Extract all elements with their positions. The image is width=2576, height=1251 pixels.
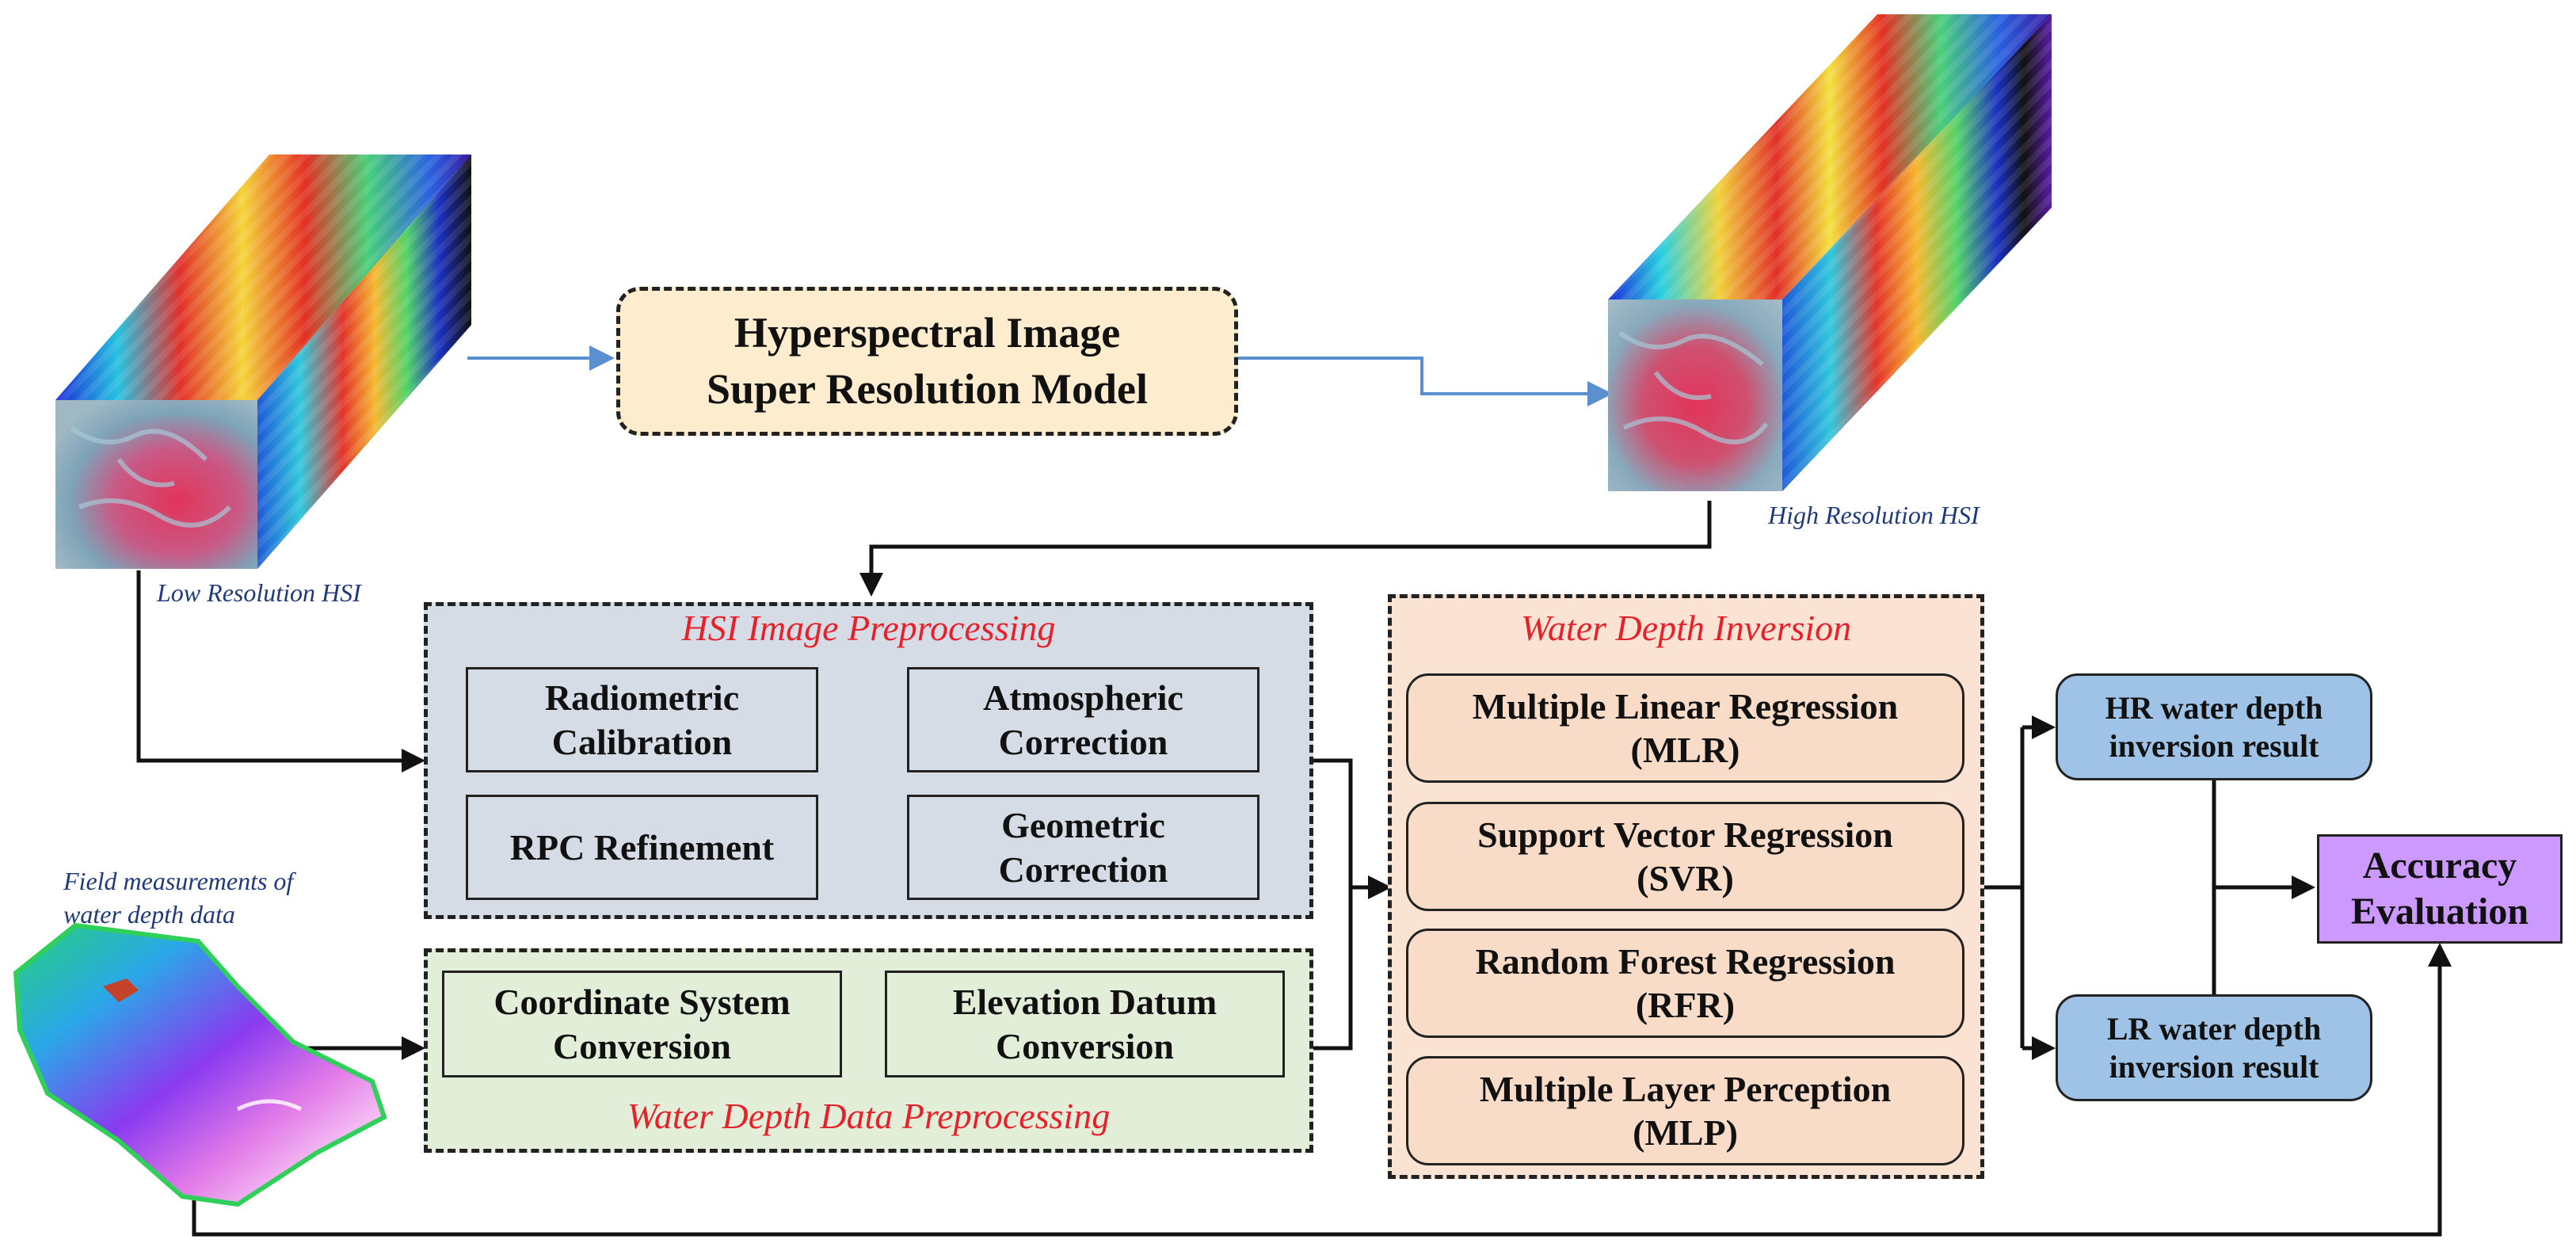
atmospheric-correction-box: Atmospheric Correction <box>907 667 1259 772</box>
arrow-inversion-to-results <box>1984 727 2025 1048</box>
mlr-name: Multiple Linear Regression <box>1472 685 1899 727</box>
rfr-model-box: Random Forest Regression (RFR) <box>1406 929 1964 1038</box>
sr-model-line2: Super Resolution Model <box>706 365 1149 413</box>
lr-inversion-result-box: LR water depth inversion result <box>2056 994 2372 1101</box>
arrow-results-to-accuracy <box>2212 780 2311 994</box>
water-depth-preprocessing-title: Water Depth Data Preprocessing <box>627 1096 1111 1136</box>
radiometric-calibration-box: Radiometric Calibration <box>466 667 818 772</box>
mlp-model-box: Multiple Layer Perception (MLP) <box>1406 1056 1964 1165</box>
arrow-field-to-accuracy <box>192 943 2452 1237</box>
hr-inversion-result-box: HR water depth inversion result <box>2056 673 2372 780</box>
mlr-model-box: Multiple Linear Regression (MLR) <box>1406 673 1964 783</box>
low-res-hsi-caption: Low Resolution HSI <box>157 578 361 607</box>
hsi-preprocessing-title: HSI Image Preprocessing <box>681 608 1056 648</box>
radiometric-line1: Radiometric <box>544 677 740 719</box>
arrow-lowres-to-preprocessing <box>136 570 425 772</box>
hr-result-line1: HR water depth <box>2105 689 2323 726</box>
mlp-abbr: (MLP) <box>1633 1112 1738 1153</box>
accuracy-evaluation-box: Accuracy Evaluation <box>2317 834 2563 944</box>
svr-abbr: (SVR) <box>1637 858 1734 898</box>
sr-model-line1: Hyperspectral Image <box>734 308 1121 357</box>
lr-result-line1: LR water depth <box>2106 1010 2322 1047</box>
super-resolution-model-box: Hyperspectral Image Super Resolution Mod… <box>616 287 1238 436</box>
mlr-abbr: (MLR) <box>1630 730 1740 770</box>
field-data-caption-line2: water depth data <box>63 899 235 929</box>
svr-model-box: Support Vector Regression (SVR) <box>1406 802 1964 911</box>
elevation-line2: Conversion <box>996 1025 1174 1066</box>
atmospheric-line2: Correction <box>998 721 1168 762</box>
accuracy-line2: Evaluation <box>2350 891 2529 933</box>
rfr-abbr: (RFR) <box>1635 985 1736 1025</box>
hsi-preprocessing-panel <box>424 602 1313 919</box>
mlp-name: Multiple Layer Perception <box>1479 1068 1892 1109</box>
geometric-correction-box: Geometric Correction <box>907 795 1259 900</box>
radiometric-line2: Calibration <box>551 721 733 762</box>
elevation-line1: Elevation Datum <box>952 982 1218 1023</box>
arrow-highres-to-preprocessing <box>859 501 1712 597</box>
high-res-hsi-caption: High Resolution HSI <box>1768 501 1980 529</box>
rpc-line1: RPC Refinement <box>509 826 775 868</box>
atmospheric-line1: Atmospheric <box>983 677 1183 719</box>
water-depth-preprocessing-panel <box>424 948 1313 1153</box>
hr-result-line2: inversion result <box>2109 727 2319 764</box>
water-depth-inversion-title: Water Depth Inversion <box>1520 608 1852 648</box>
field-data-caption: Field measurements of water depth data <box>63 865 293 931</box>
elevation-datum-conversion-box: Elevation Datum Conversion <box>885 971 1285 1077</box>
rpc-refinement-box: RPC Refinement <box>466 795 818 900</box>
svr-name: Support Vector Regression <box>1477 814 1893 855</box>
coordinate-line1: Coordinate System <box>493 982 791 1023</box>
lr-result-line2: inversion result <box>2109 1048 2319 1085</box>
coordinate-system-conversion-box: Coordinate System Conversion <box>442 971 842 1077</box>
field-data-caption-line1: Field measurements of <box>63 867 294 895</box>
coordinate-line2: Conversion <box>553 1025 731 1066</box>
rfr-name: Random Forest Regression <box>1475 940 1896 982</box>
arrow-sr-to-highres <box>1238 357 1613 406</box>
geometric-line2: Correction <box>998 849 1168 890</box>
arrow-preprocessing-to-inversion <box>1313 758 1388 1051</box>
accuracy-line1: Accuracy <box>2362 845 2517 887</box>
geometric-line1: Geometric <box>1001 805 1165 846</box>
